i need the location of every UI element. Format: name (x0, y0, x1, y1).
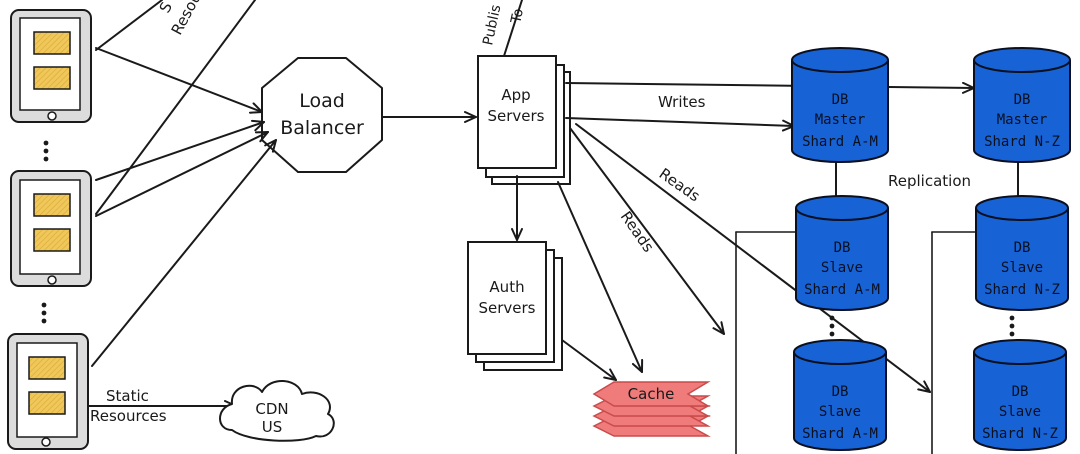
publish-partial-label-1: Publis (480, 3, 504, 46)
db-slave-nz-2: DB Slave Shard N-Z (973, 339, 1067, 451)
auth-servers-node: Auth Servers (467, 241, 563, 371)
writes-label: Writes (658, 93, 706, 111)
db-slave-am-2-label-1: DB (832, 384, 849, 400)
cache-label: Cache (628, 385, 675, 403)
mobile-client-3 (7, 333, 89, 450)
db-slave-am-2: DB Slave Shard A-M (793, 339, 887, 451)
app-servers-label-2: Servers (487, 107, 544, 125)
ellipsis-dots-nz (1009, 315, 1015, 337)
db-slave-nz-1-label-1: DB (1014, 240, 1031, 256)
db-master-am-label-2: Master (815, 112, 866, 128)
auth-to-cache-edge (561, 339, 617, 381)
db-slave-am-1-label-3: Shard A-M (804, 282, 880, 298)
db-master-am: DB Master Shard A-M (791, 47, 889, 163)
reads-label-2: Reads (617, 208, 658, 256)
db-slave-nz-1-label-3: Shard N-Z (984, 282, 1060, 298)
db-slave-am-1-label-2: Slave (821, 260, 863, 276)
db-slave-nz-2-label-3: Shard N-Z (982, 426, 1058, 442)
db-slave-am-1: DB Slave Shard A-M (795, 195, 889, 311)
db-master-nz-label-3: Shard N-Z (984, 134, 1060, 150)
read-bracket-nz (931, 231, 977, 454)
ellipsis-dots-1 (43, 140, 49, 162)
db-master-nz-label-1: DB (1014, 92, 1031, 108)
db-slave-nz-1: DB Slave Shard N-Z (975, 195, 1069, 311)
publish-partial-label-2: To (508, 7, 527, 26)
cdn-node: CDN US (219, 380, 335, 442)
reads-edge-1 (569, 127, 725, 335)
reads-label-1: Reads (656, 165, 704, 206)
app-to-master-nz-edge (565, 81, 975, 94)
read-bracket-am (735, 231, 797, 454)
ellipsis-dots-2 (41, 302, 47, 324)
top-left-partial-label-2: Resou (168, 0, 205, 38)
db-slave-nz-1-label-2: Slave (1001, 260, 1043, 276)
cdn-label-1: CDN (255, 400, 288, 418)
ellipsis-dots-am (829, 315, 835, 337)
cache-node: Cache (592, 381, 711, 437)
static-resources-label-1: Static (106, 387, 149, 405)
db-slave-nz-2-label-1: DB (1012, 384, 1029, 400)
writes-edge (565, 117, 795, 132)
db-master-nz: DB Master Shard N-Z (973, 47, 1071, 163)
db-master-am-label-1: DB (832, 92, 849, 108)
mobile-client-2 (10, 170, 92, 287)
db-master-am-label-3: Shard A-M (802, 134, 878, 150)
publish-edge (503, 0, 523, 57)
auth-servers-label-1: Auth (489, 278, 524, 296)
load-balancer-node: Load Balancer (261, 57, 383, 173)
top-left-partial-label-1: S (156, 0, 176, 16)
db-slave-am-2-label-2: Slave (819, 404, 861, 420)
load-balancer-label-1: Load (299, 90, 345, 112)
app-to-cache-edge (557, 181, 644, 373)
db-slave-am-2-label-3: Shard A-M (802, 426, 878, 442)
db-master-nz-label-2: Master (997, 112, 1048, 128)
static-resources-label-2: Resources (90, 407, 167, 425)
app-servers-node: App Servers (477, 55, 571, 185)
db-slave-nz-2-label-2: Slave (999, 404, 1041, 420)
db-slave-am-1-label-1: DB (834, 240, 851, 256)
app-servers-label-1: App (501, 86, 530, 104)
client-to-lb-edges (91, 0, 277, 367)
cdn-label-2: US (262, 418, 283, 436)
load-balancer-label-2: Balancer (280, 117, 364, 139)
auth-servers-label-2: Servers (478, 299, 535, 317)
mobile-client-1 (10, 9, 92, 123)
replication-label: Replication (888, 172, 971, 190)
